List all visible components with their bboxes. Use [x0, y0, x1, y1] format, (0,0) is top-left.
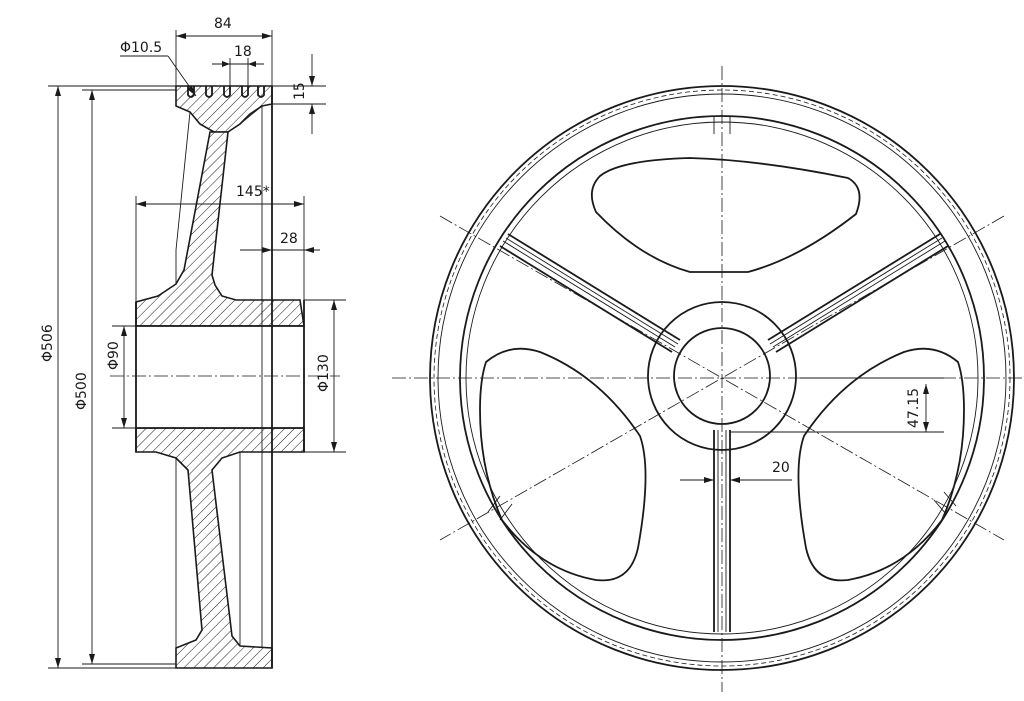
lower-web-section — [135, 427, 305, 669]
dim-text-47-15: 47.15 — [906, 388, 922, 428]
front-view: 47.15 20 — [392, 66, 1022, 692]
section-view: 84 18 Φ10.5 15 — [40, 16, 346, 669]
dim-hub-diameter: Φ130 — [304, 299, 346, 453]
dim-rim-height: 15 — [272, 54, 326, 134]
dim-text-90: Φ90 — [106, 341, 122, 370]
spoke-windows — [479, 157, 965, 582]
dim-text-groove-diameter: Φ10.5 — [120, 40, 162, 56]
dim-text-15: 15 — [292, 82, 308, 100]
rim-grooves — [187, 86, 265, 98]
bore — [136, 326, 304, 428]
upper-web-section — [135, 131, 305, 327]
dim-text-18: 18 — [234, 44, 252, 60]
spokes — [499, 233, 949, 632]
dim-text-145: 145* — [236, 184, 270, 200]
dim-text-500: Φ500 — [74, 372, 90, 410]
dim-spoke-offset: 47.15 — [730, 377, 944, 433]
dim-text-20: 20 — [772, 460, 790, 476]
dim-spoke-width: 20 — [680, 460, 792, 483]
dim-text-28: 28 — [280, 231, 298, 247]
dim-groove-pitch: 18 — [212, 44, 264, 86]
dim-hub-offset: 28 — [240, 231, 320, 253]
dim-overall-width: 84 — [175, 16, 273, 86]
dim-groove-diameter: Φ10.5 — [120, 40, 197, 97]
dim-text-130: Φ130 — [316, 354, 332, 392]
dim-text-84: 84 — [214, 16, 232, 32]
dim-pitch-diameter: Φ500 — [74, 89, 176, 665]
dim-bore-diameter: Φ90 — [106, 325, 136, 429]
dim-hub-length: 145* — [135, 184, 305, 302]
dim-outer-diameter: Φ506 — [40, 85, 176, 669]
dim-text-506: Φ506 — [40, 324, 56, 362]
